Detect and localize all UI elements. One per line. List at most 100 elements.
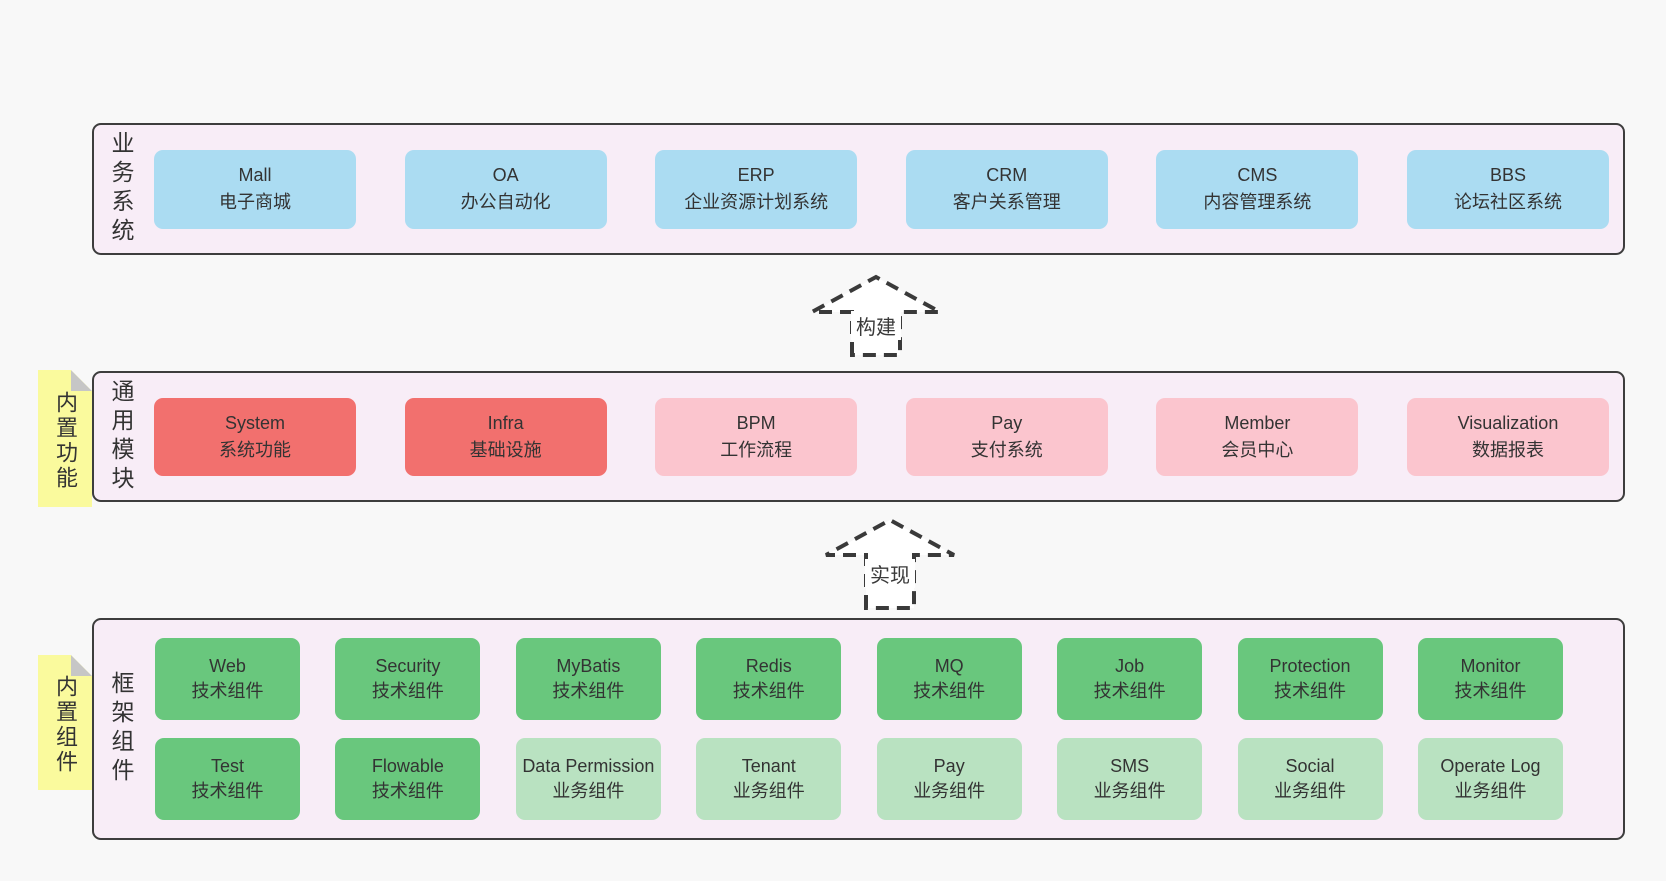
box-test: Test 技术组件 [155, 738, 300, 820]
band-framework-components: 框架组件 Web 技术组件 Security 技术组件 MyBatis 技术组件… [92, 618, 1625, 840]
box-infra: Infra 基础设施 [404, 397, 607, 476]
box-title: OA [492, 165, 519, 185]
box-bpm: BPM 工作流程 [655, 397, 858, 476]
box-subtitle: 技术组件 [732, 681, 805, 701]
box-sms: SMS 业务组件 [1057, 738, 1203, 820]
folded-corner-icon [71, 655, 92, 676]
box-subtitle: 支付系统 [970, 439, 1043, 460]
box-subtitle: 客户关系管理 [952, 192, 1061, 212]
box-title: Web [209, 655, 246, 676]
note-text: 内置组件 [53, 675, 78, 776]
box-web: Web 技术组件 [155, 638, 300, 720]
sticky-note-built-in-components: 内置组件 [38, 655, 92, 790]
box-title: Pay [933, 755, 965, 776]
box-subtitle: 内容管理系统 [1203, 192, 1312, 212]
arrow-build-label: 构建 [851, 311, 901, 340]
box-subtitle: 业务组件 [732, 781, 805, 801]
box-title: BPM [736, 412, 776, 433]
box-data-permission: Data Permission 业务组件 [515, 738, 661, 820]
box-flowable: Flowable 技术组件 [335, 738, 481, 820]
box-bbs: BBS 论坛社区系统 [1406, 149, 1609, 229]
box-subtitle: 技术组件 [191, 781, 264, 801]
box-social: Social 业务组件 [1237, 738, 1383, 820]
band-rows: Web 技术组件 Security 技术组件 MyBatis 技术组件 Redi… [155, 638, 1563, 820]
box-title: Data Permission [522, 755, 655, 776]
box-title: Job [1115, 655, 1145, 676]
box-crm: CRM 客户关系管理 [905, 149, 1108, 229]
box-title: Social [1285, 755, 1335, 776]
box-subtitle: 系统功能 [219, 439, 291, 460]
box-erp: ERP 企业资源计划系统 [655, 149, 858, 229]
box-cms: CMS 内容管理系统 [1156, 149, 1359, 229]
band-label-framework-components: 框架组件 [108, 671, 134, 787]
box-subtitle: 办公自动化 [460, 192, 551, 212]
box-title: CRM [986, 165, 1028, 185]
box-title: Mall [238, 165, 272, 185]
box-title: Redis [745, 655, 792, 676]
box-mall: Mall 电子商城 [154, 149, 356, 229]
arrow-build: 构建 [806, 273, 946, 359]
box-redis: Redis 技术组件 [696, 638, 842, 720]
box-mq: MQ 技术组件 [876, 638, 1022, 720]
band-business-systems: 业务系统 Mall 电子商城 OA 办公自动化 ERP 企业资源计划系统 CRM… [92, 123, 1625, 255]
component-row-2: Test 技术组件 Flowable 技术组件 Data Permission … [155, 738, 1563, 820]
box-monitor: Monitor 技术组件 [1417, 638, 1563, 720]
box-subtitle: 企业资源计划系统 [684, 192, 829, 212]
band-common-modules: 通用模块 System 系统功能 Infra 基础设施 BPM 工作流程 Pay… [92, 371, 1625, 502]
box-subtitle: 技术组件 [552, 681, 625, 701]
box-title: Security [375, 655, 441, 676]
box-operate-log: Operate Log 业务组件 [1417, 738, 1563, 820]
box-subtitle: 数据报表 [1471, 439, 1544, 460]
box-subtitle: 技术组件 [1274, 681, 1347, 701]
box-title: SMS [1110, 755, 1150, 776]
box-title: Pay [991, 412, 1023, 433]
box-tenant: Tenant 业务组件 [696, 738, 842, 820]
box-subtitle: 业务组件 [1454, 781, 1527, 801]
box-subtitle: 论坛社区系统 [1453, 192, 1562, 212]
box-title: MyBatis [556, 655, 621, 676]
box-job: Job 技术组件 [1057, 638, 1203, 720]
box-subtitle: 技术组件 [371, 681, 444, 701]
box-subtitle: 业务组件 [1093, 781, 1166, 801]
arrow-implement-label: 实现 [865, 559, 915, 588]
note-text: 内置功能 [53, 391, 78, 492]
band-label-business-systems: 业务系统 [108, 131, 134, 247]
box-title: BBS [1489, 165, 1526, 185]
box-subtitle: 业务组件 [552, 781, 625, 801]
box-title: ERP [737, 165, 775, 185]
box-subtitle: 技术组件 [371, 781, 444, 801]
box-title: Test [210, 755, 244, 776]
box-subtitle: 电子商城 [219, 192, 291, 212]
box-subtitle: 业务组件 [1274, 781, 1347, 801]
box-subtitle: 基础设施 [469, 439, 542, 460]
arrow-implement: 实现 [820, 516, 960, 612]
box-title: Tenant [741, 755, 796, 776]
box-title: System [224, 412, 285, 433]
sticky-note-built-in-features: 内置功能 [38, 370, 92, 507]
box-protection: Protection 技术组件 [1237, 638, 1383, 720]
box-subtitle: 技术组件 [191, 681, 264, 701]
component-row-1: Web 技术组件 Security 技术组件 MyBatis 技术组件 Redi… [155, 638, 1563, 720]
box-subtitle: 技术组件 [1454, 681, 1527, 701]
folded-corner-icon [71, 370, 92, 391]
box-title: Flowable [371, 755, 444, 776]
box-title: Monitor [1460, 655, 1521, 676]
box-subtitle: 业务组件 [913, 781, 986, 801]
box-title: Protection [1269, 655, 1351, 676]
box-subtitle: 会员中心 [1221, 439, 1294, 460]
band-boxes: System 系统功能 Infra 基础设施 BPM 工作流程 Pay 支付系统… [154, 373, 1609, 500]
box-title: Infra [487, 412, 524, 433]
box-pay-system: Pay 支付系统 [905, 397, 1108, 476]
box-subtitle: 技术组件 [1093, 681, 1166, 701]
box-visualization: Visualization 数据报表 [1406, 397, 1609, 476]
box-title: Operate Log [1440, 755, 1541, 776]
band-boxes: Mall 电子商城 OA 办公自动化 ERP 企业资源计划系统 CRM 客户关系… [154, 125, 1609, 253]
box-security: Security 技术组件 [335, 638, 481, 720]
box-title: Member [1224, 412, 1291, 433]
box-member: Member 会员中心 [1156, 397, 1359, 476]
box-subtitle: 技术组件 [913, 681, 986, 701]
band-label-common-modules: 通用模块 [108, 378, 134, 495]
box-mybatis: MyBatis 技术组件 [515, 638, 661, 720]
box-oa: OA 办公自动化 [404, 149, 607, 229]
